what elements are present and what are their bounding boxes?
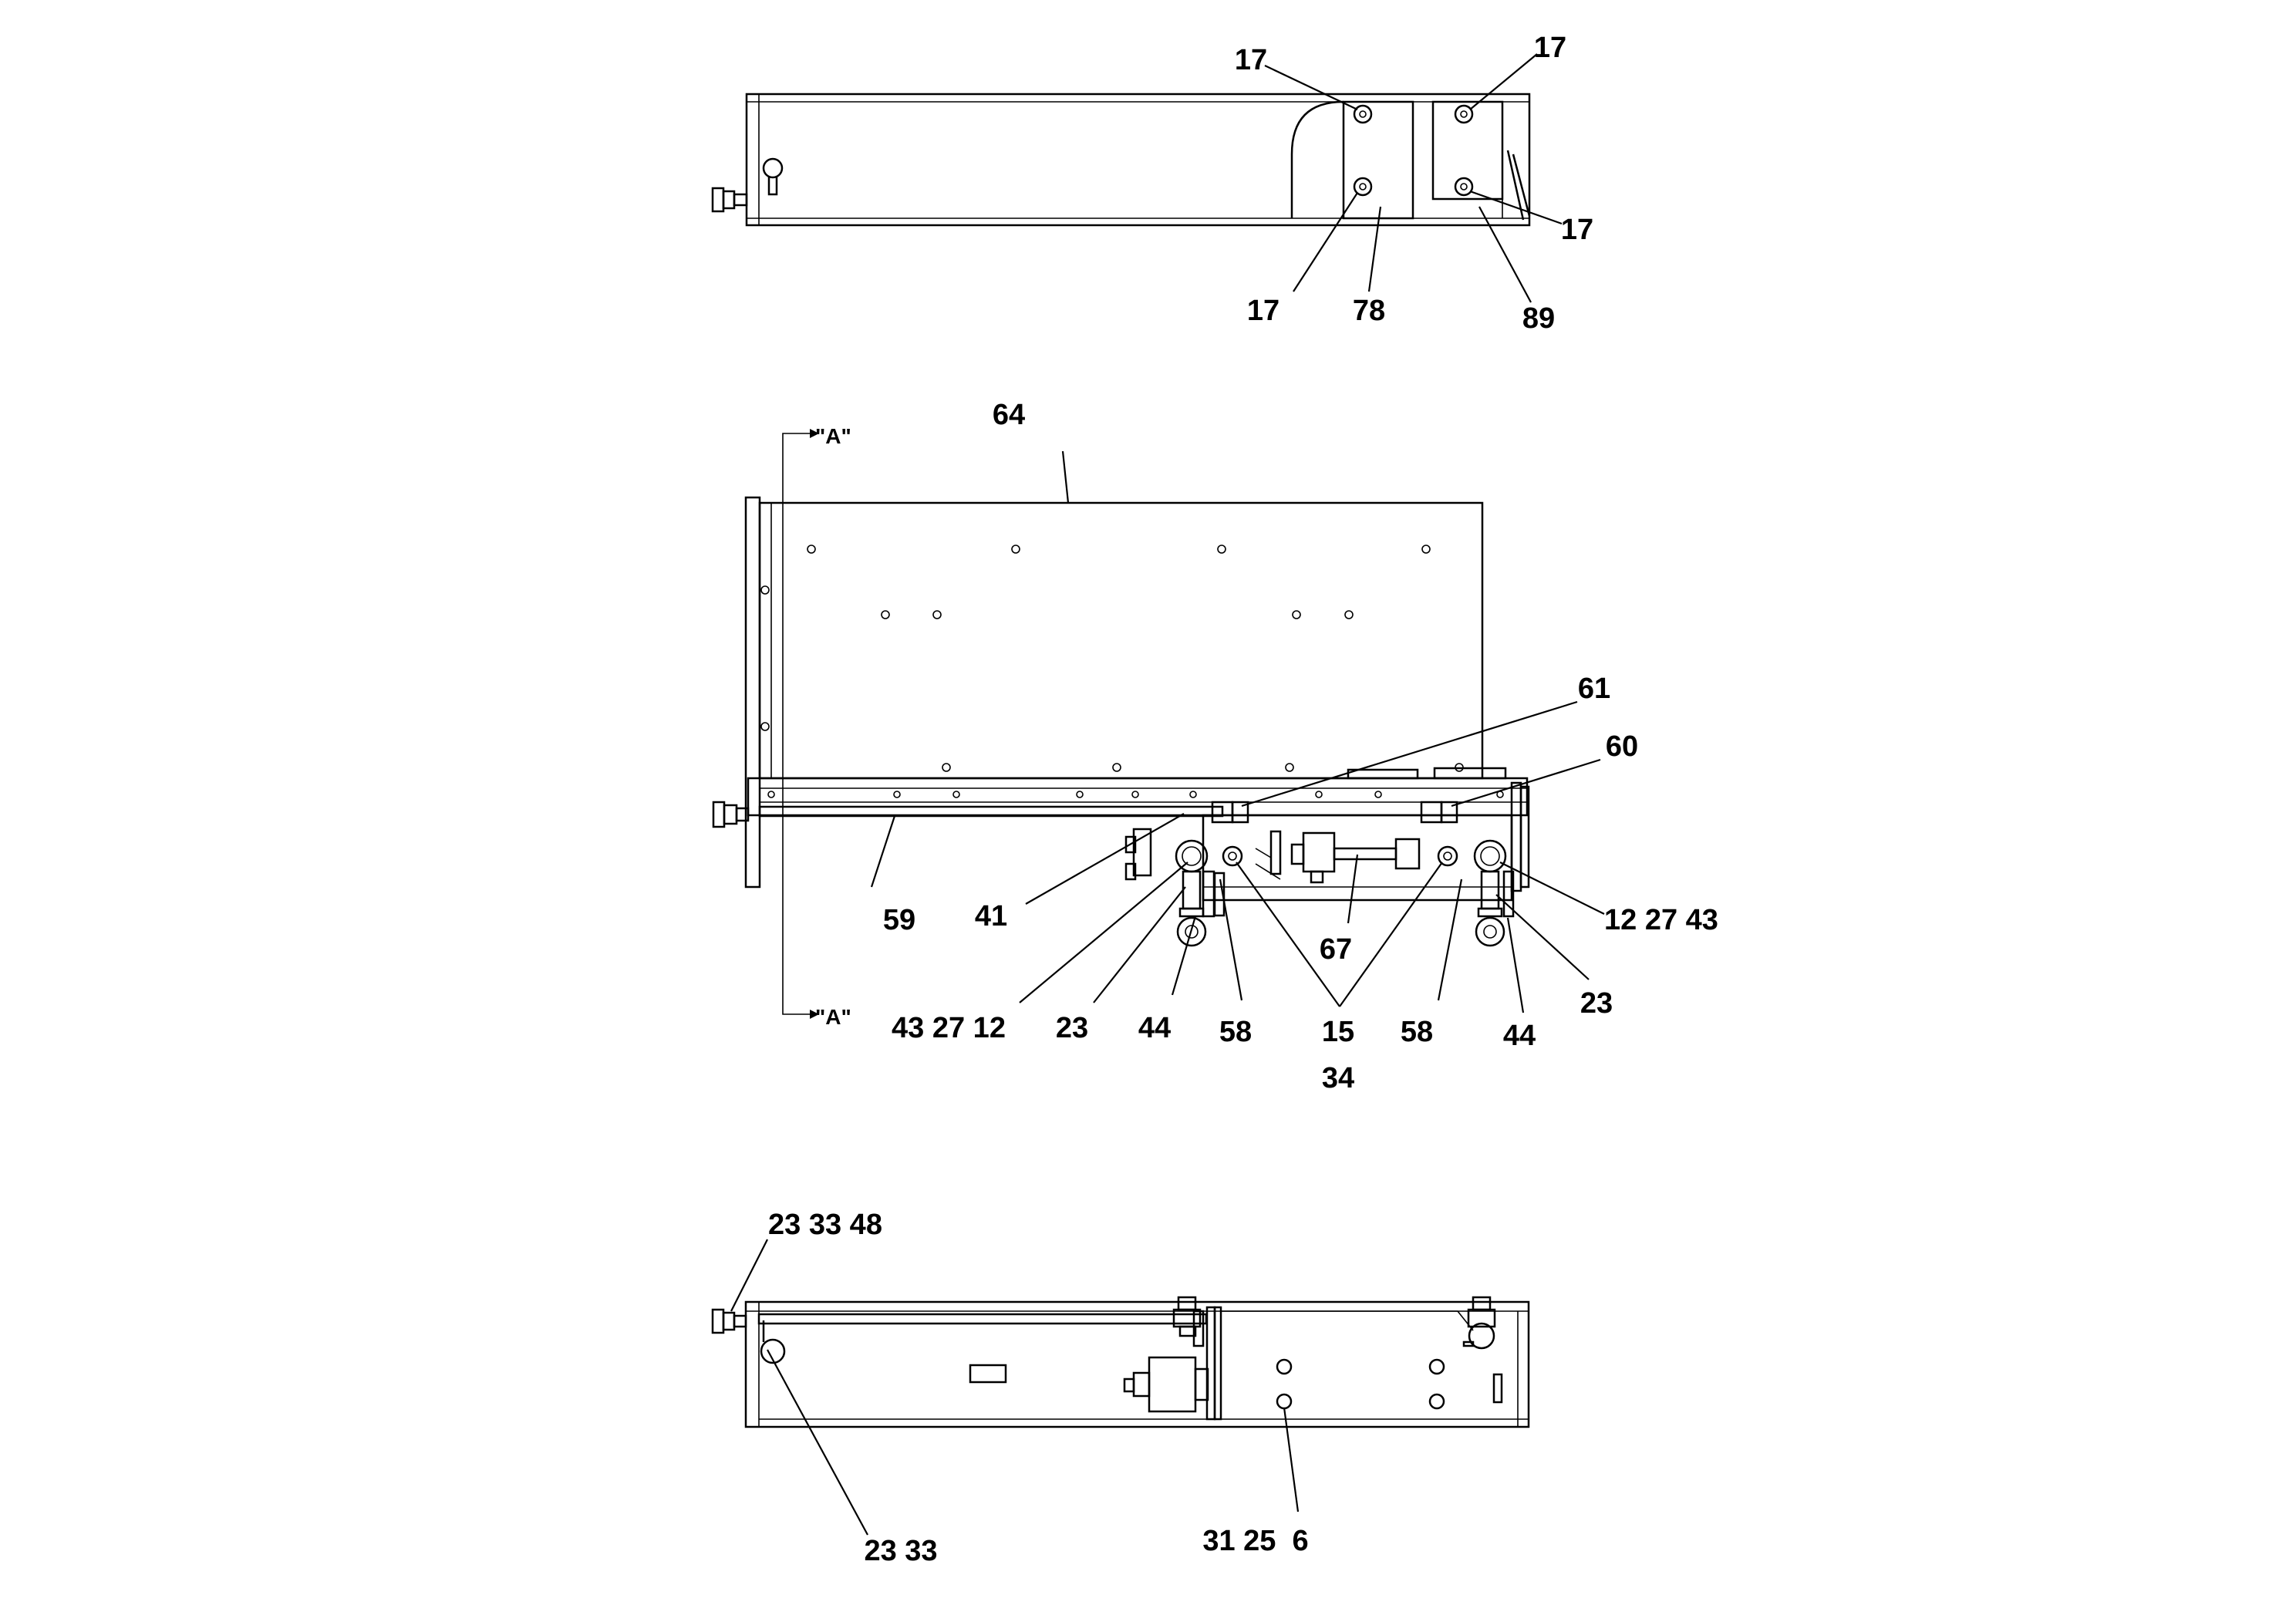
callout-17: 17: [1561, 214, 1593, 246]
bottom-clamp-right: [1462, 1296, 1496, 1350]
callout-43-27-12: 43 27 12: [892, 1012, 1006, 1044]
rod-59: [758, 805, 1224, 818]
bottom-window: [969, 1364, 1007, 1384]
bottom-view-housing: [744, 1300, 1530, 1428]
callout-60: 60: [1606, 730, 1638, 763]
bottom-slot-right: [1492, 1373, 1503, 1404]
rail-holes: [767, 791, 1504, 798]
callout-31-25-6: 31 25 6: [1202, 1525, 1308, 1557]
top-view-housing: [745, 93, 1531, 227]
bottom-view: 23 33 48 23 33 31 25 6: [711, 1209, 1530, 1567]
bottom-slot: [760, 1338, 786, 1364]
top-view: 17 17 17 17 78 89: [711, 32, 1593, 335]
section-mark-a-top: "A": [815, 424, 851, 448]
block-60: [1420, 801, 1443, 824]
middle-view: "A" "A": [712, 399, 1718, 1094]
screw-17: [1353, 104, 1373, 124]
callout-23: 23: [1580, 987, 1613, 1020]
hydraulic-fitting: [711, 187, 748, 213]
callout-44: 44: [1503, 1020, 1536, 1052]
keyhole-slot: [762, 157, 784, 196]
callout-34: 34: [1322, 1062, 1354, 1094]
section-mark-a-bottom: "A": [815, 1005, 851, 1029]
callout-78: 78: [1353, 295, 1385, 327]
screw-17: [1454, 177, 1474, 197]
middle-end-plate: [744, 496, 761, 889]
callout-58: 58: [1219, 1016, 1252, 1048]
callout-41: 41: [975, 900, 1007, 932]
callout-17: 17: [1247, 295, 1279, 327]
callout-44: 44: [1138, 1012, 1171, 1044]
callout-17: 17: [1534, 32, 1566, 64]
callout-61: 61: [1578, 673, 1610, 705]
bottom-holes: [1276, 1358, 1445, 1410]
callout-15: 15: [1322, 1016, 1354, 1048]
callout-17: 17: [1235, 44, 1267, 76]
panel-64: [758, 501, 1484, 780]
lower-housing-67: [1202, 814, 1513, 902]
screw-17: [1454, 104, 1474, 124]
bottom-solenoid: [1148, 1356, 1197, 1413]
top-view-angle: [1506, 150, 1525, 221]
plate-78: [1342, 100, 1414, 220]
callout-59: 59: [883, 904, 915, 936]
plate-89: [1431, 100, 1504, 201]
pin-15-right: [1437, 845, 1458, 867]
top-view-rounded-bracket: [1290, 100, 1344, 218]
callout-67: 67: [1320, 933, 1352, 966]
callout-64: 64: [993, 399, 1025, 431]
callout-12-27-43: 12 27 43: [1604, 904, 1718, 936]
valve-body: [1302, 831, 1336, 873]
screw-17: [1353, 177, 1373, 197]
callout-58: 58: [1401, 1016, 1433, 1048]
callout-23-33: 23 33: [864, 1535, 937, 1567]
bottom-clamp-left: [1172, 1296, 1205, 1347]
bottom-fitting: [711, 1308, 747, 1334]
callout-89: 89: [1522, 302, 1555, 335]
panel-holes: [807, 545, 1464, 772]
pin-15-left: [1222, 845, 1243, 867]
callout-23: 23: [1056, 1012, 1088, 1044]
cylinder-right: [1473, 839, 1507, 947]
callout-23-33-48: 23 33 48: [768, 1209, 882, 1241]
bottom-rod: [757, 1313, 1208, 1325]
section-line-a: [782, 433, 810, 1015]
rod-fitting: [712, 801, 750, 828]
